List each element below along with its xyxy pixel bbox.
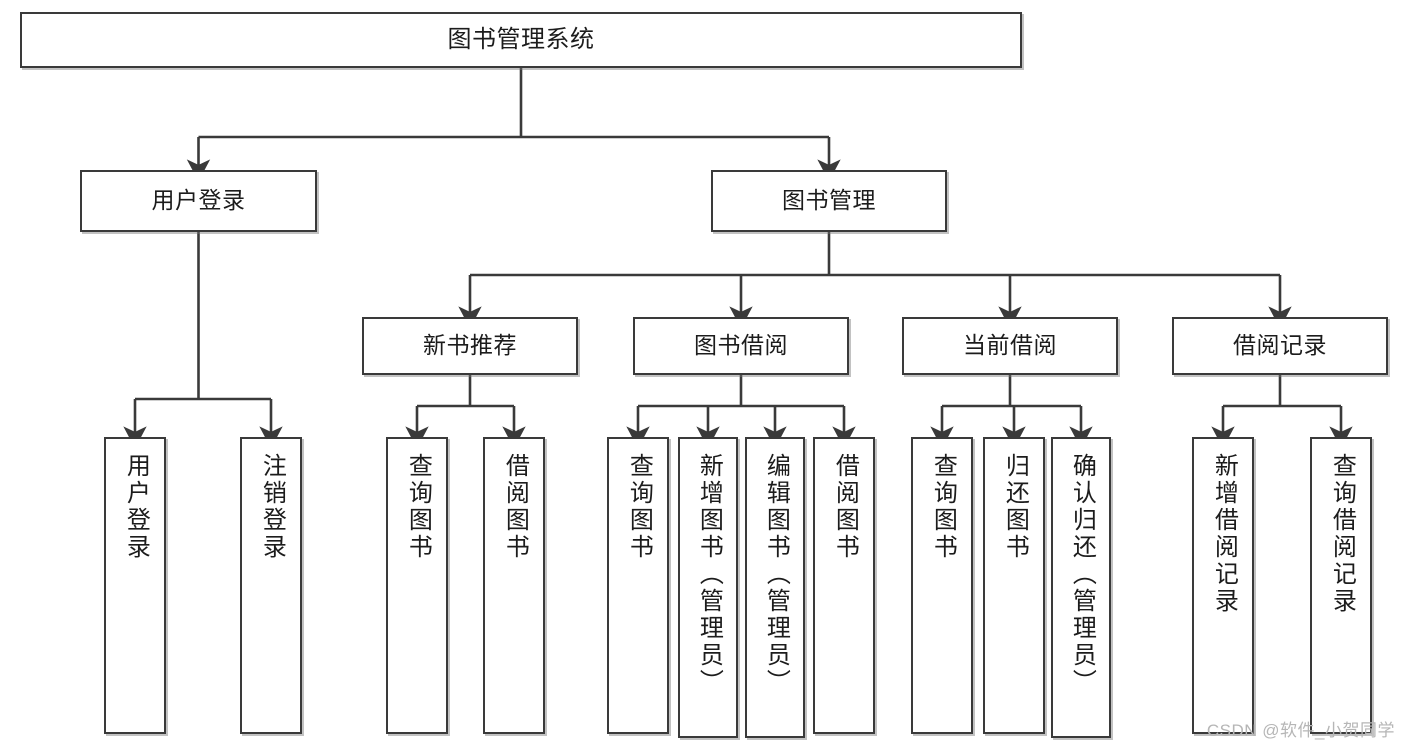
node-label: 查询借阅记录 [1328, 453, 1356, 615]
node-label: 借阅图书 [831, 453, 859, 561]
node-leaf-logout[interactable]: 注销登录 [240, 437, 302, 734]
node-leaf-query-book-3[interactable]: 查询图书 [911, 437, 973, 734]
node-book-borrow[interactable]: 图书借阅 [633, 317, 849, 375]
node-label: 图书管理系统 [447, 25, 595, 53]
node-root[interactable]: 图书管理系统 [20, 12, 1022, 68]
node-label: 新书推荐 [423, 332, 517, 359]
node-leaf-query-record[interactable]: 查询借阅记录 [1310, 437, 1372, 734]
node-leaf-add-record[interactable]: 新增借阅记录 [1192, 437, 1254, 734]
node-label: 编辑图书（管理员） [762, 453, 790, 696]
node-leaf-add-book[interactable]: 新增图书（管理员） [678, 437, 738, 738]
node-leaf-query-book-2[interactable]: 查询图书 [607, 437, 669, 734]
node-label: 新增图书（管理员） [695, 453, 723, 696]
node-leaf-confirm-return[interactable]: 确认归还（管理员） [1051, 437, 1111, 738]
node-label: 用户登录 [122, 453, 150, 561]
node-leaf-user-login[interactable]: 用户登录 [104, 437, 166, 734]
node-leaf-query-book-1[interactable]: 查询图书 [386, 437, 448, 734]
node-label: 查询图书 [929, 453, 957, 561]
node-leaf-return-book[interactable]: 归还图书 [983, 437, 1045, 734]
node-label: 查询图书 [404, 453, 432, 561]
node-current-borrow[interactable]: 当前借阅 [902, 317, 1118, 375]
node-new-book-rec[interactable]: 新书推荐 [362, 317, 578, 375]
node-label: 借阅图书 [501, 453, 529, 561]
csdn-watermark: CSDN @软件_小贺同学 [1206, 721, 1395, 740]
node-label: 归还图书 [1001, 453, 1029, 561]
node-label: 当前借阅 [963, 332, 1057, 359]
node-label: 图书借阅 [694, 332, 788, 359]
node-label: 确认归还（管理员） [1068, 453, 1096, 696]
node-leaf-edit-book[interactable]: 编辑图书（管理员） [745, 437, 805, 738]
node-label: 借阅记录 [1233, 332, 1327, 359]
node-borrow-record[interactable]: 借阅记录 [1172, 317, 1388, 375]
node-label: 用户登录 [151, 187, 246, 214]
node-label: 图书管理 [782, 187, 876, 214]
node-leaf-borrow-book-2[interactable]: 借阅图书 [813, 437, 875, 734]
node-label: 注销登录 [258, 453, 286, 561]
node-user-login[interactable]: 用户登录 [80, 170, 317, 232]
node-leaf-borrow-book-1[interactable]: 借阅图书 [483, 437, 545, 734]
node-book-manage[interactable]: 图书管理 [711, 170, 947, 232]
node-label: 查询图书 [625, 453, 653, 561]
node-label: 新增借阅记录 [1210, 453, 1238, 615]
